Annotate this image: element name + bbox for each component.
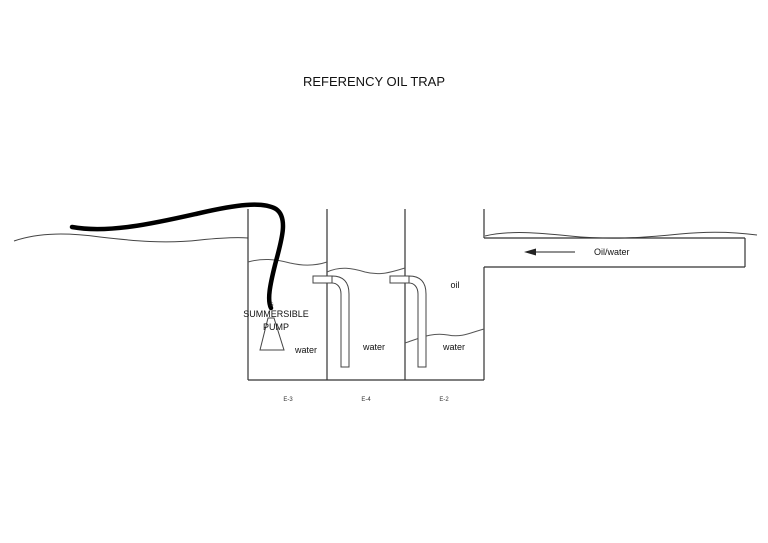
elbow-pipe-e4: [312, 275, 350, 368]
pump-label-line1: SUMMERSIBLE: [243, 309, 309, 319]
water-label-e4: water: [362, 342, 385, 352]
oil-label: oil: [450, 280, 459, 290]
flow-arrow: [524, 248, 575, 256]
ground-line-right: [484, 231, 758, 239]
water-surface-e3: [247, 259, 328, 266]
oil-water-interface-e2: [404, 328, 485, 344]
water-surface-e4: [326, 267, 406, 275]
elbow-pipe-e2: [389, 275, 427, 368]
inflow-label: Oil/water: [594, 247, 630, 257]
compartment-label-e3: E-3: [283, 397, 293, 403]
tank: [247, 209, 485, 381]
pump-marker: s: [271, 302, 274, 308]
compartment-label-e4: E-4: [361, 397, 371, 403]
submersible-pump: s: [259, 302, 285, 351]
ground-line-left: [13, 233, 249, 243]
compartment-label-e2: E-2: [439, 397, 449, 403]
water-label-e2: water: [442, 342, 465, 352]
water-label-e3: water: [294, 345, 317, 355]
diagram-title: REFERENCY OIL TRAP: [303, 74, 445, 89]
inlet-channel: [484, 237, 746, 268]
pump-label-line2: PUMP: [263, 322, 289, 332]
pump-hose: [69, 202, 286, 311]
